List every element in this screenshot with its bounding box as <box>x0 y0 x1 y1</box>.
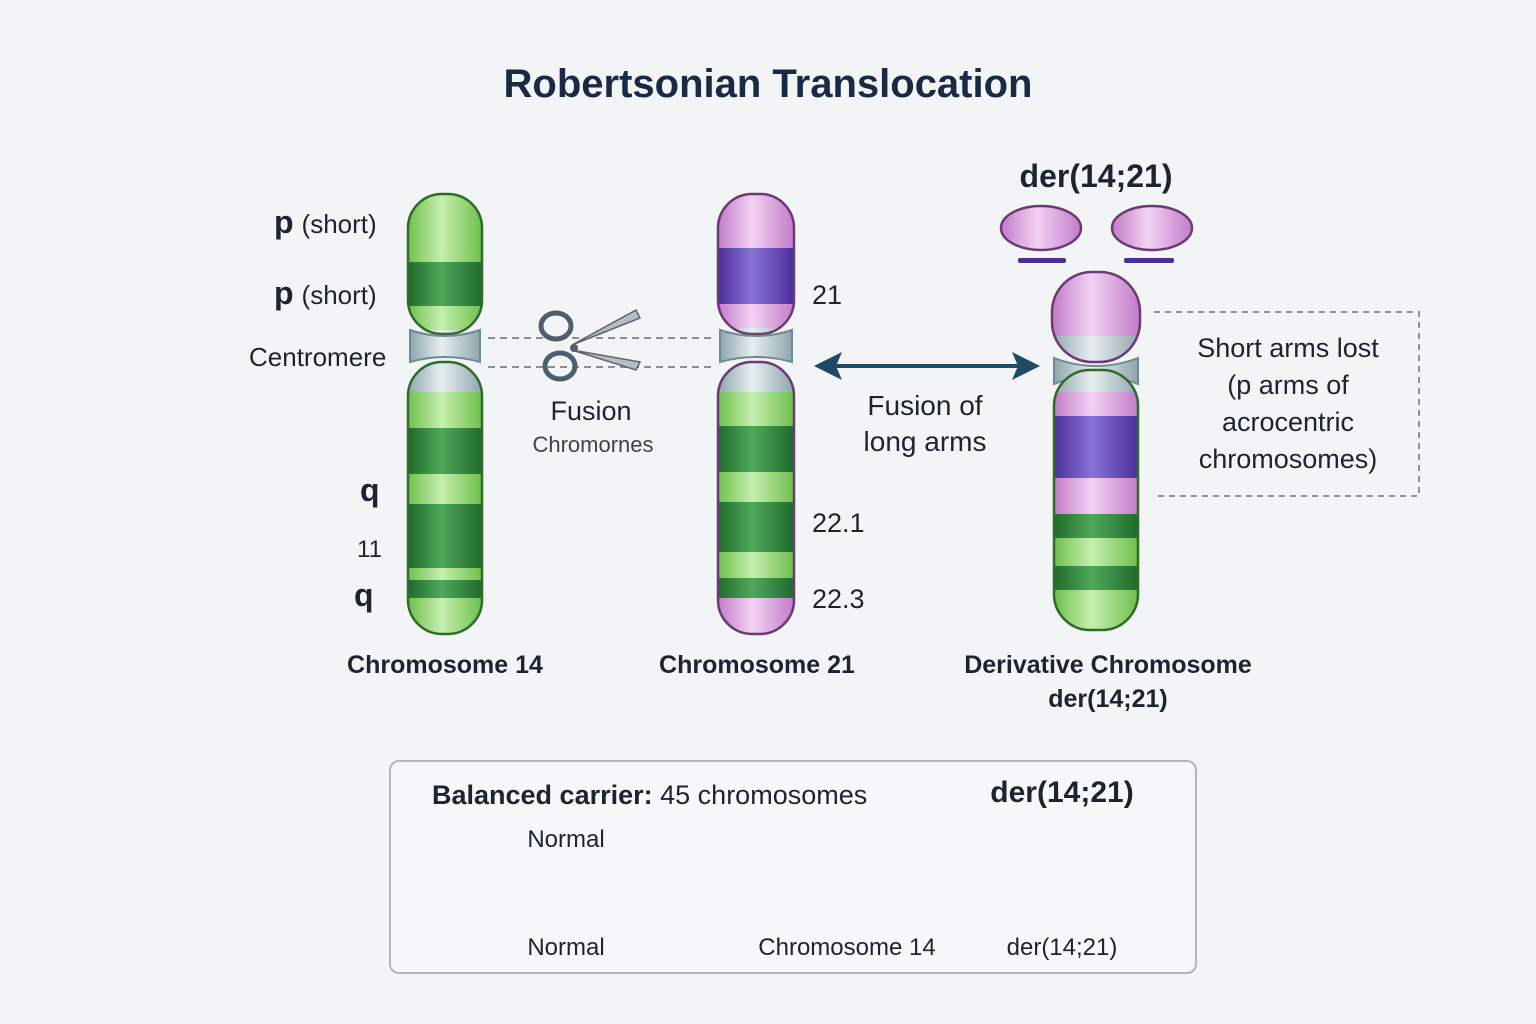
lost-short-arms <box>999 204 1194 263</box>
band-22-1-label: 22.1 <box>812 508 865 538</box>
chromosome-21 <box>716 192 796 636</box>
fusion-arrow <box>814 352 1040 380</box>
carrier-chromosome-14-label: Chromosome 14 <box>758 934 936 961</box>
p-symbol: p <box>274 204 294 240</box>
derivative-caption-1: Derivative Chromosome <box>964 651 1252 679</box>
balanced-carrier-panel <box>389 760 1197 974</box>
normal-top-label: Normal <box>527 826 605 853</box>
centromere-label: Centromere <box>249 342 387 372</box>
note-line-2: (p arms of <box>1227 370 1349 400</box>
carrier-heading-bold: Balanced carrier: <box>432 780 653 810</box>
p-symbol: p <box>274 275 294 311</box>
p-short-label-1: p(short) <box>274 204 377 241</box>
band-22-3-label: 22.3 <box>812 584 865 614</box>
band-11-label: 11 <box>357 536 382 563</box>
q-label-1: q <box>360 472 380 508</box>
note-line-3: acrocentric <box>1221 407 1355 437</box>
normal-bottom-label: Normal <box>527 934 605 961</box>
chromosome-14 <box>406 192 484 636</box>
diagram-title: Robertsonian Translocation <box>503 62 1033 106</box>
carrier-heading-rest: 45 chromosomes <box>660 780 868 810</box>
note-bracket <box>1154 311 1420 497</box>
p-text: (short) <box>301 280 377 310</box>
note-line-1: Short arms lost <box>1197 333 1379 363</box>
chromosome-14-caption: Chromosome 14 <box>347 651 543 679</box>
band-21-label: 21 <box>812 280 843 310</box>
q-label-2: q <box>354 577 374 613</box>
derivative-caption-2: der(14;21) <box>1048 685 1168 713</box>
p-short-label-2: p(short) <box>274 275 377 312</box>
fusion-of-label: Fusion of <box>867 390 983 421</box>
scissors-icon <box>538 308 642 382</box>
fusion-label: Fusion <box>550 396 632 426</box>
carrier-der-heading: der(14;21) <box>990 776 1134 809</box>
carrier-der-label: der(14;21) <box>1006 934 1118 961</box>
break-lines <box>488 337 716 368</box>
chromornes-label: Chromornes <box>532 432 654 457</box>
p-text: (short) <box>301 209 377 239</box>
derivative-chromosome <box>1050 270 1142 632</box>
carrier-heading: Balanced carrier: 45 chromosomes <box>432 780 867 811</box>
der-top-label: der(14;21) <box>1019 158 1173 194</box>
note-line-4: chromosomes) <box>1198 444 1378 474</box>
chromosome-21-caption: Chromosome 21 <box>659 651 855 679</box>
long-arms-label: long arms <box>863 426 987 457</box>
